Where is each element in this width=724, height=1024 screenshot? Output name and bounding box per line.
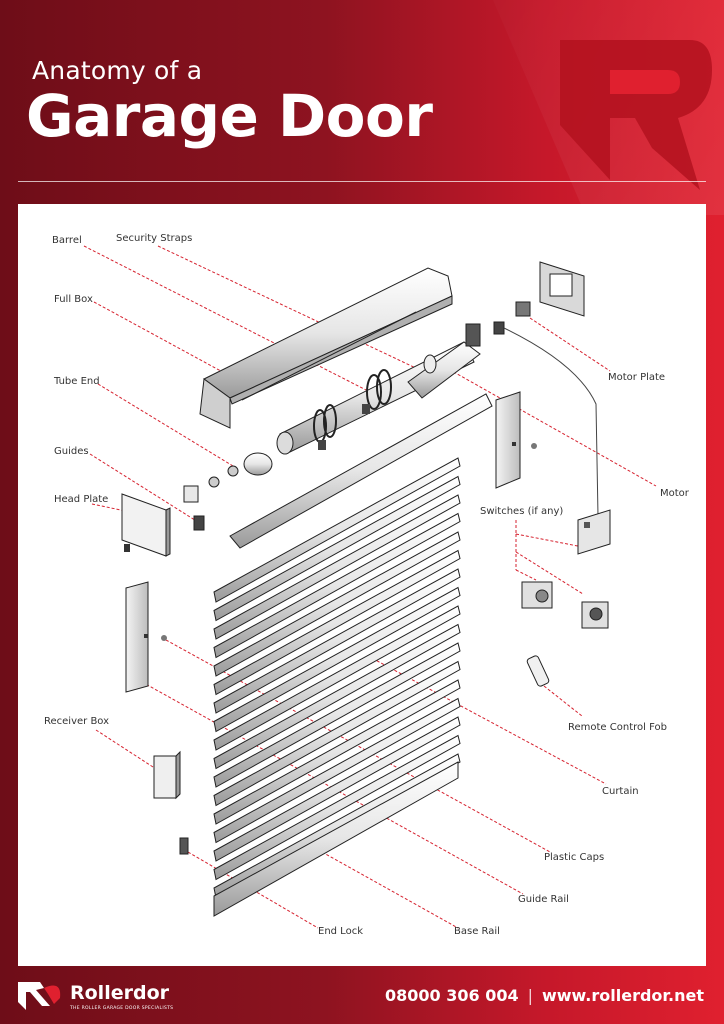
page-title: Garage Door bbox=[26, 82, 433, 150]
curtain-slat bbox=[213, 475, 461, 622]
curtain-slat bbox=[213, 734, 461, 881]
curtain-slat bbox=[213, 605, 461, 751]
motor-plate-part bbox=[515, 261, 585, 317]
exploded-diagram bbox=[83, 245, 657, 929]
page-subtitle: Anatomy of a bbox=[32, 56, 203, 85]
label-switches: Switches (if any) bbox=[480, 506, 564, 517]
footer-phone[interactable]: 08000 306 004 bbox=[384, 986, 519, 1005]
label-full-box: Full Box bbox=[54, 294, 93, 305]
guide-rail-left-part bbox=[125, 581, 167, 693]
switch-parts bbox=[521, 509, 611, 629]
curtain-slat bbox=[213, 494, 461, 640]
curtain-slat bbox=[213, 531, 461, 677]
label-guide-rail: Guide Rail bbox=[518, 894, 569, 905]
diagram-panel: Barrel Security Straps Full Box Tube End… bbox=[18, 204, 706, 966]
curtain-slat bbox=[213, 568, 461, 714]
label-security-straps: Security Straps bbox=[116, 233, 193, 244]
label-guides: Guides bbox=[54, 446, 89, 457]
label-tube-end: Tube End bbox=[54, 376, 100, 387]
curtain-slat bbox=[213, 457, 461, 603]
footer-brand-name: Rollerdor bbox=[70, 982, 169, 1004]
curtain-slat bbox=[213, 679, 461, 825]
remote-fob-part bbox=[526, 655, 550, 687]
curtain-slat bbox=[213, 697, 461, 844]
curtain-slat bbox=[213, 512, 461, 659]
guide-rail-right-part bbox=[495, 391, 537, 489]
rollerdor-logo-mark bbox=[560, 40, 712, 190]
base-rail-part bbox=[213, 761, 459, 917]
tube-end-part bbox=[208, 452, 273, 488]
full-box-part bbox=[199, 267, 453, 429]
motor-part bbox=[407, 321, 599, 517]
curtain-slat bbox=[213, 642, 461, 788]
label-motor: Motor bbox=[660, 488, 689, 499]
label-plastic-caps: Plastic Caps bbox=[544, 852, 605, 863]
head-plate-part bbox=[121, 493, 171, 557]
label-end-lock: End Lock bbox=[318, 926, 363, 937]
curtain-slat bbox=[213, 549, 461, 696]
label-head-plate: Head Plate bbox=[54, 494, 109, 505]
label-receiver-box: Receiver Box bbox=[44, 716, 110, 727]
footer-website-link[interactable]: www.rollerdor.net bbox=[541, 986, 704, 1005]
footer-brand-tagline: THE ROLLER GARAGE DOOR SPECIALISTS bbox=[70, 1006, 174, 1011]
label-motor-plate: Motor Plate bbox=[608, 372, 666, 383]
label-base-rail: Base Rail bbox=[454, 926, 500, 937]
curtain-top-part bbox=[229, 393, 493, 549]
curtain-slat bbox=[213, 623, 461, 770]
header-divider bbox=[18, 181, 706, 182]
footer-contact: 08000 306 004 | www.rollerdor.net bbox=[385, 986, 704, 1005]
label-remote-control-fob: Remote Control Fob bbox=[568, 722, 667, 733]
label-barrel: Barrel bbox=[52, 235, 82, 246]
curtain-slat bbox=[213, 716, 461, 862]
curtain-slat bbox=[213, 586, 461, 733]
curtain-slat bbox=[213, 660, 461, 807]
guides-part bbox=[183, 485, 205, 531]
curtain-slats bbox=[213, 457, 461, 899]
end-lock-part bbox=[179, 837, 189, 855]
receiver-box-part bbox=[153, 750, 181, 800]
footer-separator: | bbox=[527, 986, 533, 1005]
rollerdor-footer-logo-icon bbox=[18, 982, 61, 1010]
label-curtain: Curtain bbox=[602, 786, 639, 797]
